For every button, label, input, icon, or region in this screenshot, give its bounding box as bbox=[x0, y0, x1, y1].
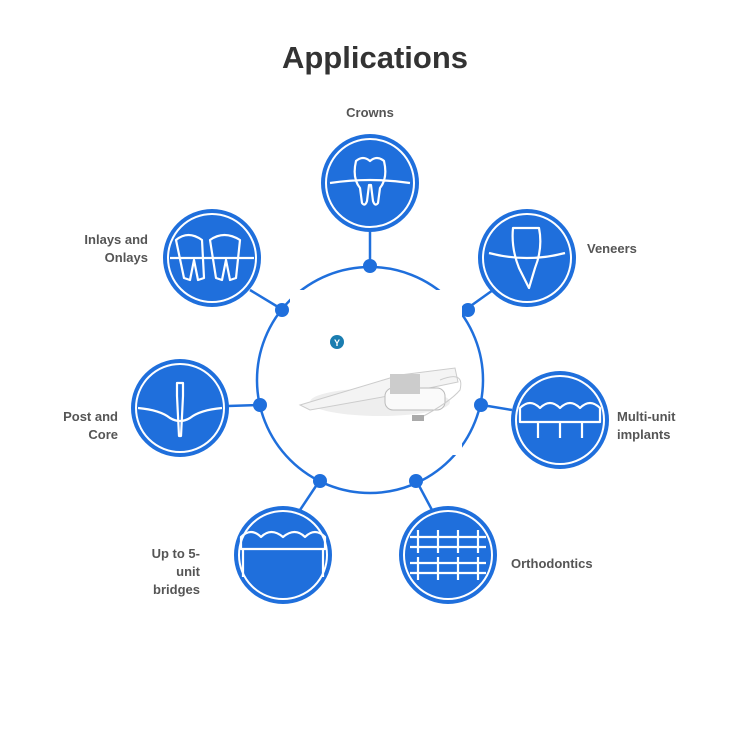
ring-nodes bbox=[253, 259, 488, 488]
label-multi-unit-implants: Multi-unit implants bbox=[617, 409, 676, 442]
label-inlays-and-onlays: Inlays and Onlays bbox=[84, 232, 148, 265]
label-crowns: Crowns bbox=[346, 105, 394, 120]
label-orthodontics: Orthodontics bbox=[511, 556, 593, 571]
multi-unit-implant-icon bbox=[511, 371, 609, 469]
post-core-icon bbox=[131, 359, 229, 457]
intraoral-scanner-photo: Y bbox=[290, 290, 462, 455]
inlay-onlay-icon bbox=[163, 209, 261, 307]
veneer-tooth-icon bbox=[478, 209, 576, 307]
label-veneers: Veneers bbox=[587, 241, 637, 256]
label-bridges: Up to 5-unit bridges bbox=[151, 546, 200, 597]
page-title: Applications bbox=[281, 40, 468, 75]
bridge-icon bbox=[234, 506, 332, 604]
braces-icon bbox=[399, 506, 497, 604]
crown-tooth-icon bbox=[321, 134, 419, 232]
label-post-and-core: Post and Core bbox=[63, 409, 118, 442]
svg-text:Y: Y bbox=[334, 338, 340, 348]
